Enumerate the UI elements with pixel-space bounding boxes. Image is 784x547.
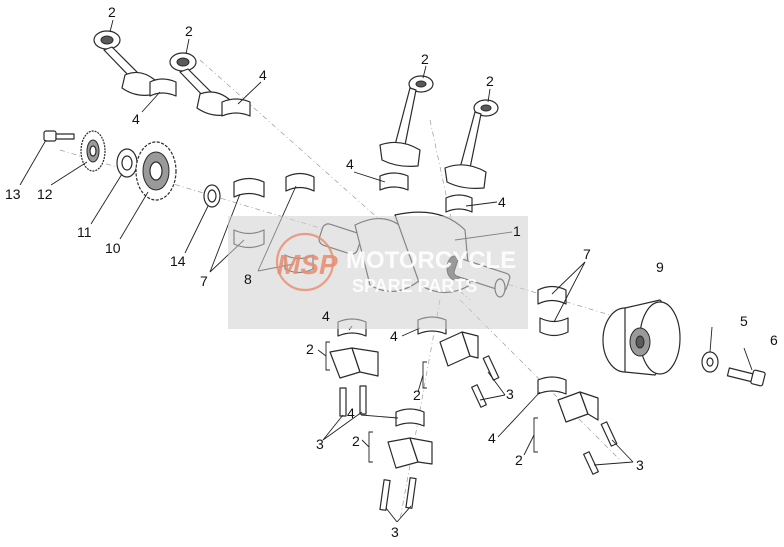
callout-4: 4 [259, 67, 267, 83]
rod-cap-4 [557, 391, 599, 423]
rod-cap-2 [439, 331, 479, 367]
callout-7: 7 [583, 246, 591, 262]
callout-4: 4 [346, 156, 354, 172]
connecting-rod-1 [93, 30, 156, 96]
callout-2: 2 [486, 73, 494, 89]
callout-2: 2 [185, 23, 193, 39]
callout-4: 4 [488, 430, 496, 446]
watermark: MSP MOTORCYCLE SPARE PARTS [228, 216, 528, 329]
callout-4: 4 [132, 111, 140, 127]
callout-2: 2 [352, 433, 360, 449]
callout-13: 13 [5, 186, 21, 202]
pulley-9 [602, 299, 681, 376]
bearing-shell-lower-4 [537, 376, 567, 395]
callout-labels: 2 2 4 4 2 2 4 4 13 12 11 10 14 7 8 1 7 9… [5, 4, 778, 540]
ring-14 [203, 184, 221, 208]
callout-7: 7 [200, 273, 208, 289]
callout-3: 3 [316, 436, 324, 452]
callout-3: 3 [506, 386, 514, 402]
callout-2: 2 [515, 452, 523, 468]
callout-9: 9 [656, 259, 664, 275]
bolts-pair-a [339, 385, 367, 417]
bearing-shell-top-3 [379, 172, 409, 191]
bolt-6 [726, 367, 766, 387]
callout-3: 3 [636, 457, 644, 473]
callout-2: 2 [413, 387, 421, 403]
callout-2: 2 [306, 341, 314, 357]
bearing-shell-top-2 [221, 98, 251, 117]
gear-10 [135, 141, 177, 201]
rod-cap-3 [387, 437, 433, 469]
group-brackets [317, 325, 634, 523]
callout-11: 11 [77, 224, 92, 240]
callout-4: 4 [322, 308, 330, 324]
callout-2: 2 [108, 4, 116, 20]
rod-cap-1 [329, 347, 379, 379]
bearing-shell-top-4 [445, 194, 473, 213]
connecting-rod-4 [444, 99, 499, 189]
watermark-line-1: MOTORCYCLE [346, 247, 516, 274]
connecting-rod-2 [169, 52, 231, 116]
main-bearing-shell-7b [537, 285, 569, 337]
bearing-shell-lower-3 [395, 408, 425, 427]
callout-12: 12 [37, 186, 53, 202]
callout-14: 14 [170, 253, 186, 269]
callout-4: 4 [498, 194, 506, 210]
bolts-pair-b [471, 355, 500, 408]
callout-2: 2 [421, 51, 429, 67]
callout-4: 4 [390, 328, 398, 344]
callout-4: 4 [347, 405, 355, 421]
gear-12 [80, 130, 106, 172]
callout-3: 3 [391, 524, 399, 540]
bolts-pair-c [379, 477, 417, 511]
washer-11 [116, 148, 138, 178]
connecting-rod-3 [379, 75, 434, 167]
washer-5 [701, 351, 719, 373]
callout-6: 6 [770, 332, 778, 348]
callout-1: 1 [513, 223, 521, 239]
watermark-line-2: SPARE PARTS [352, 276, 477, 296]
callout-10: 10 [105, 240, 121, 256]
callout-8: 8 [244, 271, 252, 287]
bolts-pair-d [583, 421, 618, 475]
bolt-13 [43, 130, 75, 142]
bearing-shell-top-1 [149, 78, 177, 97]
watermark-logo-text: MSP [277, 249, 338, 280]
callout-5: 5 [740, 313, 748, 329]
